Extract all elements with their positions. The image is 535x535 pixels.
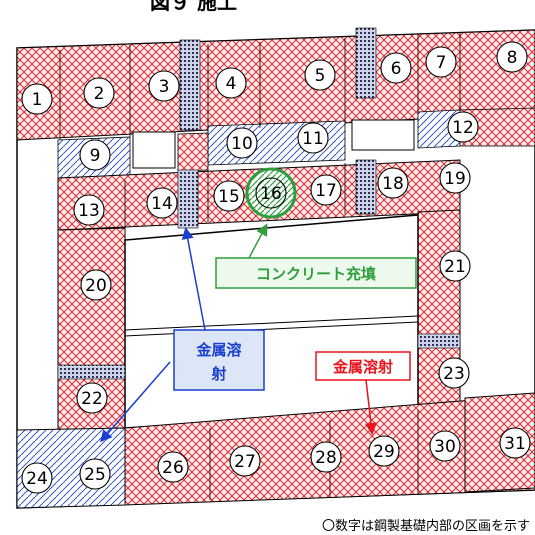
blue-callout-line1: 金属溶 xyxy=(195,341,241,359)
region-circle-21 xyxy=(439,250,471,282)
footnote: 〇数字は鋼製基礎内部の区画を示す xyxy=(322,518,530,534)
region-number-20: 20 xyxy=(85,276,107,296)
region-circle-22 xyxy=(76,382,108,414)
region-circle-9 xyxy=(79,139,111,171)
region-number-14: 14 xyxy=(151,194,173,214)
region-circle-2 xyxy=(83,77,115,109)
region-circle-24 xyxy=(21,462,53,494)
red-arrow xyxy=(365,379,377,435)
region-circle-12 xyxy=(447,111,479,143)
grid-lines xyxy=(59,32,461,500)
red-panel-row2-left xyxy=(177,132,209,172)
region-number-6: 6 xyxy=(391,59,402,79)
region-number-28: 28 xyxy=(315,448,337,468)
region-number-10: 10 xyxy=(231,134,253,154)
region-number-23: 23 xyxy=(443,364,465,384)
region-circle-29 xyxy=(368,435,400,467)
blue-arrow-down xyxy=(100,361,171,443)
region-circle-28 xyxy=(310,441,342,473)
region-number-25: 25 xyxy=(84,465,106,485)
opening-left xyxy=(132,131,176,169)
central-opening xyxy=(124,214,419,429)
region-number-1: 1 xyxy=(32,90,43,110)
region-circle-10 xyxy=(226,127,258,159)
region-number-12: 12 xyxy=(452,118,474,138)
region-circle-31 xyxy=(499,427,531,459)
region-circle-25 xyxy=(79,458,111,490)
region-circle-18 xyxy=(377,167,409,199)
region-circle-8 xyxy=(496,41,528,73)
region-circle-13 xyxy=(73,194,105,226)
region-circle-19 xyxy=(439,162,471,194)
region-number-19: 19 xyxy=(444,169,466,189)
concrete-arrow xyxy=(248,223,268,259)
region-circle-15 xyxy=(213,180,245,212)
region-circle-26 xyxy=(157,451,189,483)
region-circle-1 xyxy=(21,83,53,115)
beam-line xyxy=(124,315,419,331)
region-circle-11 xyxy=(297,122,329,154)
region-number-24: 24 xyxy=(26,469,48,489)
region-circle-4 xyxy=(215,67,247,99)
metal-strips xyxy=(57,27,461,380)
region-number-17: 17 xyxy=(315,181,337,201)
region-circle-23 xyxy=(438,357,470,389)
figure-title: 図９ 施工 xyxy=(150,0,237,14)
region-number-21: 21 xyxy=(444,257,466,277)
region-number-8: 8 xyxy=(507,48,518,68)
region-circle-30 xyxy=(429,430,461,462)
region-circle-17 xyxy=(310,174,342,206)
region-16-circle xyxy=(245,167,297,219)
region-number-29: 29 xyxy=(373,442,395,462)
region-number-18: 18 xyxy=(382,174,404,194)
region-number-7: 7 xyxy=(436,53,447,73)
red-callout-box xyxy=(315,351,411,381)
region-number-22: 22 xyxy=(81,389,103,409)
region-number-15: 15 xyxy=(218,187,240,207)
region-number-26: 26 xyxy=(162,458,184,478)
region-circle-5 xyxy=(304,59,336,91)
region-circle-7 xyxy=(425,46,457,78)
opening-right xyxy=(351,119,415,151)
blue-callout-line2: 射 xyxy=(210,365,226,383)
region-circle-20 xyxy=(80,269,112,301)
region-circle-27 xyxy=(229,445,261,477)
region-number-11: 11 xyxy=(302,129,324,149)
region-number-13: 13 xyxy=(78,201,100,221)
region-number-4: 4 xyxy=(226,74,237,94)
region-circle-3 xyxy=(148,70,180,102)
region-number-2: 2 xyxy=(94,84,105,104)
blue-callout-box xyxy=(173,329,265,391)
region-circle-6 xyxy=(380,52,412,84)
region-number-5: 5 xyxy=(315,66,326,86)
region-number-3: 3 xyxy=(159,77,170,97)
region-number-30: 30 xyxy=(434,437,456,457)
region-number-31: 31 xyxy=(504,434,526,454)
region-number-9: 9 xyxy=(90,146,101,166)
red-callout-label: 金属溶射 xyxy=(332,358,393,376)
blue-arrow-up xyxy=(181,227,206,331)
region-number-27: 27 xyxy=(234,452,256,472)
concrete-callout-box xyxy=(215,257,417,289)
region-circle-16 xyxy=(255,177,287,209)
region-circle-14 xyxy=(146,187,178,219)
region-number-16: 16 xyxy=(260,184,282,204)
concrete-callout-label: コンクリート充填 xyxy=(256,265,376,283)
